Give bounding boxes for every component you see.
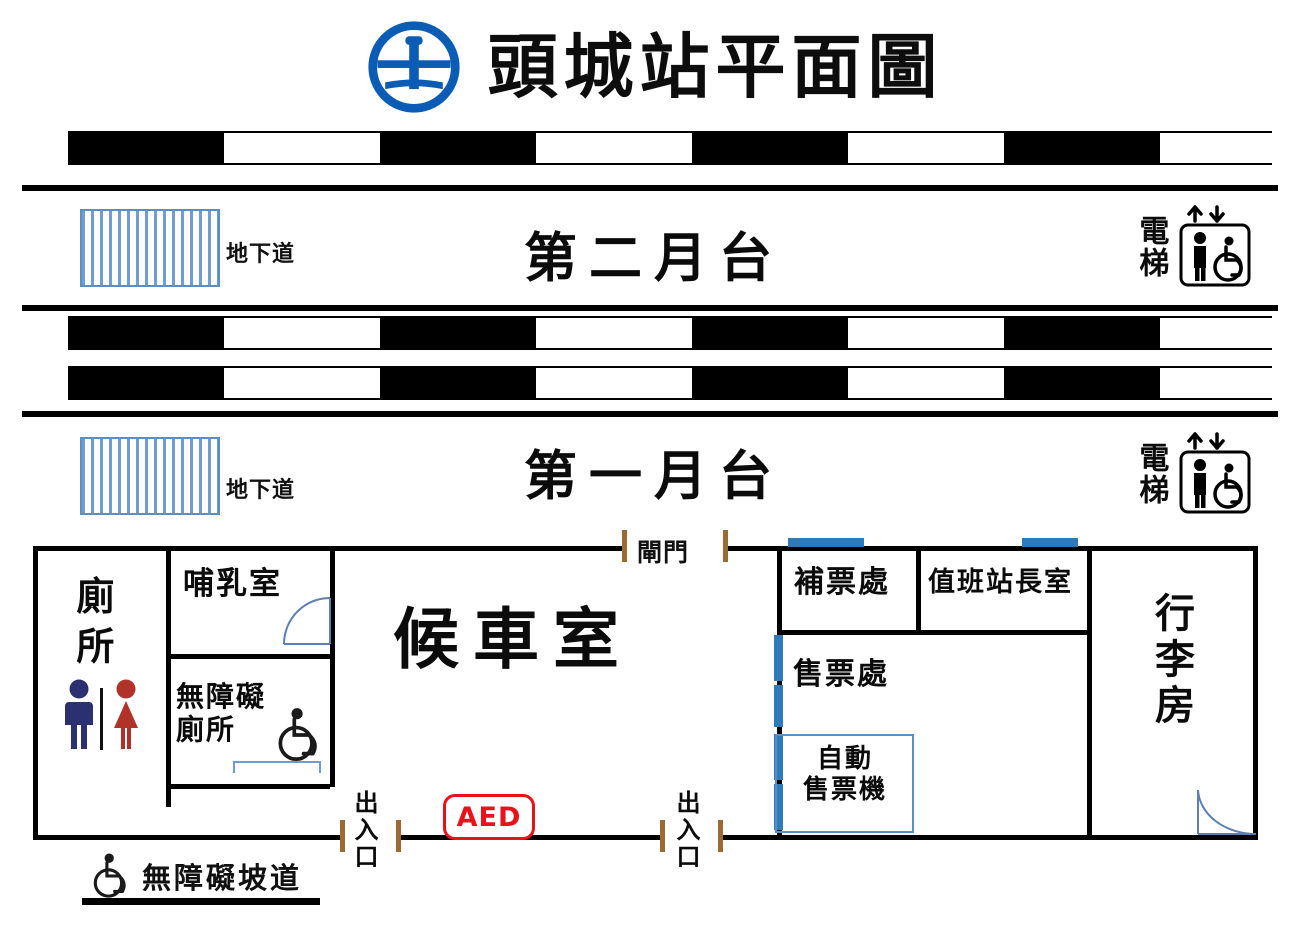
elevator-platform-2: 電梯 [1133,205,1257,289]
tvm-line2: 售票機 [802,775,887,806]
entrance-left-label: 出入口 [350,790,379,871]
male-toilet-icon [65,679,93,749]
window-duty-office [1022,538,1078,547]
female-toilet-icon [114,679,138,749]
underpass-platform-1 [80,437,220,515]
window-ticket-office-1 [774,635,783,681]
underpass-platform-2 [80,209,220,287]
gate-jamb-right [723,530,728,562]
entrance-right-jamb-b [718,820,723,852]
wall-nursing-bottom [166,654,330,659]
gate-jamb-left [622,530,627,562]
accessible-ramp: 無障礙坡道 [88,852,302,900]
elevator-icon [1173,432,1257,516]
room-label-baggage-room: 行李房 [1148,592,1195,730]
tvm-line1: 自動 [816,744,873,774]
wall-fare-adjustment-right [916,549,921,633]
track-middle-a [68,316,1272,350]
wall-accessible-toilet-bottom [166,784,330,789]
platform-2-edge-bottom [22,305,1278,311]
wall-baggage-room-left [1087,549,1092,837]
underpass-platform-1-label: 地下道 [226,477,296,503]
room-label-nursing-room: 哺乳室 [183,566,282,602]
elevator-platform-2-label: 電梯 [1133,215,1169,279]
accessible-ramp-label: 無障礙坡道 [142,861,303,895]
room-label-toilets: 廁所 [69,576,115,676]
gate-opening [622,541,728,552]
window-ticket-office-2 [774,685,783,727]
room-label-ticket-vending-machine: 自動 售票機 [789,744,901,806]
underpass-platform-2-label: 地下道 [226,241,296,267]
page-title-text: 頭城站平面圖 [487,25,944,108]
elevator-platform-1: 電梯 [1133,432,1257,516]
platform-2-edge-top [22,185,1278,191]
room-label-fare-adjustment: 補票處 [794,565,890,600]
wheelchair-icon [93,853,126,898]
wall-nursing-right [330,549,335,787]
track-upper [68,131,1272,165]
entrance-left-jamb-b [396,820,401,852]
track-middle-b [68,366,1272,400]
aed-box: AED [443,794,535,840]
accessible-toilet-line2: 廁所 [176,713,237,747]
accessible-toilet-door-line [233,761,321,773]
wall-toilets-right [166,549,171,807]
elevator-icon [1173,205,1257,289]
wall-offices-bottom [777,630,1090,635]
gate-label: 閘門 [637,538,690,567]
platform-1-edge-top [22,411,1278,417]
elevator-platform-1-label: 電梯 [1133,442,1169,506]
tra-logo-icon [367,21,460,113]
ticket-vending-machine-box [775,734,914,833]
window-ticket-office-3 [774,734,783,780]
entrance-right-label: 出入口 [672,790,701,871]
nursing-room-door-arc [283,597,331,645]
accessible-ramp-underline [82,898,320,905]
accessible-toilet-line1: 無障礙 [176,680,267,713]
entrance-left-jamb-a [340,820,345,852]
entrance-left-opening [340,830,400,842]
toilet-icons [62,678,145,750]
room-label-accessible-toilet: 無障礙 廁所 [176,680,266,746]
toilet-icon-divider [100,688,103,750]
platform-2-label: 第二月台 [524,227,784,289]
room-label-ticket-office: 售票處 [793,657,889,692]
room-label-waiting-room: 候車室 [393,600,633,678]
window-ticket-office-4 [774,784,783,830]
room-label-duty-stationmaster-office: 值班站長室 [928,567,1073,598]
entrance-right-jamb-a [660,820,665,852]
window-fare-adjustment [788,538,864,547]
wheelchair-icon [278,708,317,761]
baggage-room-door-arc [1197,789,1257,836]
page-title: 頭城站平面圖 [0,14,1309,120]
platform-1-label: 第一月台 [524,445,784,507]
entrance-right-opening [660,830,720,842]
